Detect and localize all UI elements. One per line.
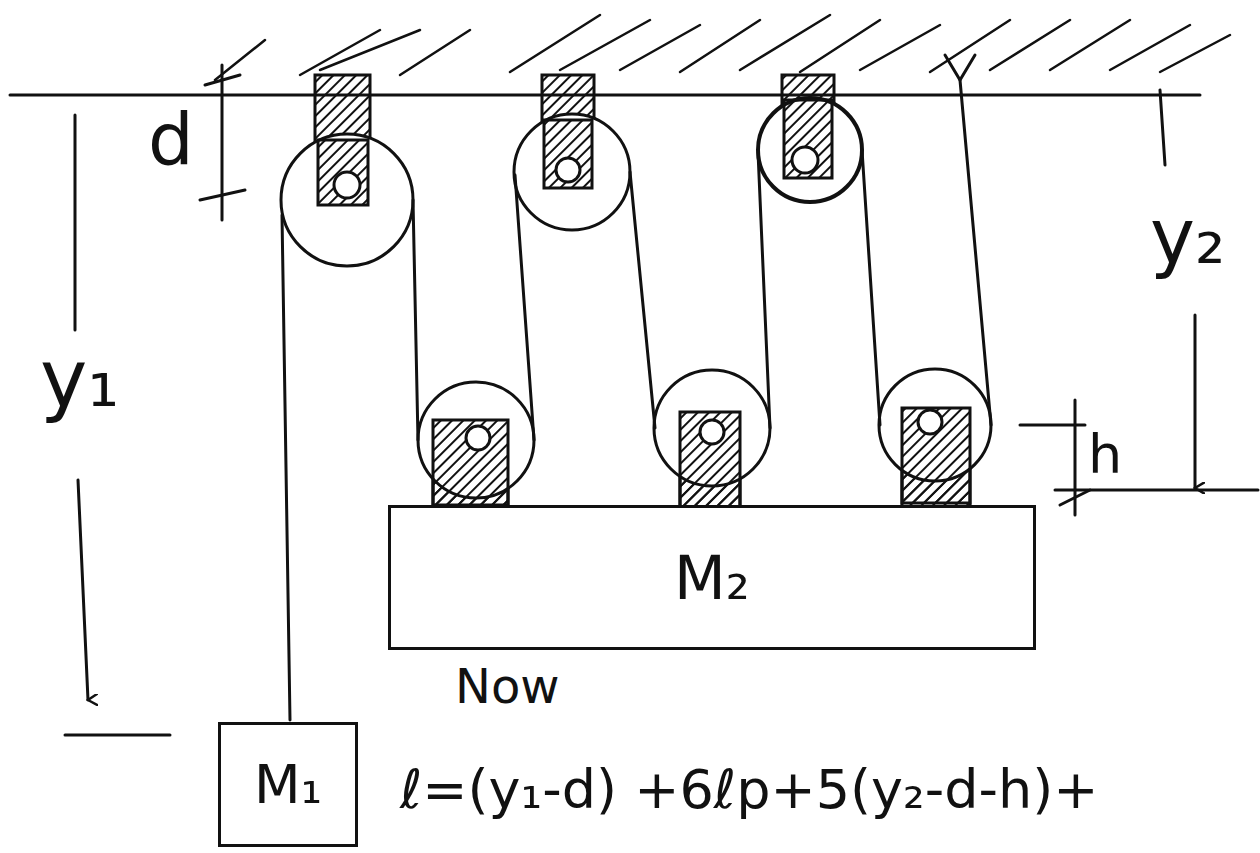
dimension-label: y₁ [40, 335, 119, 423]
length-equation: ℓ=(y₁-d) +6ℓp+5(y₂-d-h)+ [400, 760, 1098, 819]
mass-block: M₁ [218, 722, 358, 847]
dimension-label: h [1088, 425, 1122, 484]
dimension-label: d [148, 100, 194, 179]
note-text: Now [455, 660, 560, 713]
mass-label: M₁ [254, 755, 322, 814]
mass-block: M₂ [388, 505, 1036, 650]
dimension-label: y₂ [1150, 195, 1225, 279]
mass-label: M₂ [674, 545, 750, 611]
